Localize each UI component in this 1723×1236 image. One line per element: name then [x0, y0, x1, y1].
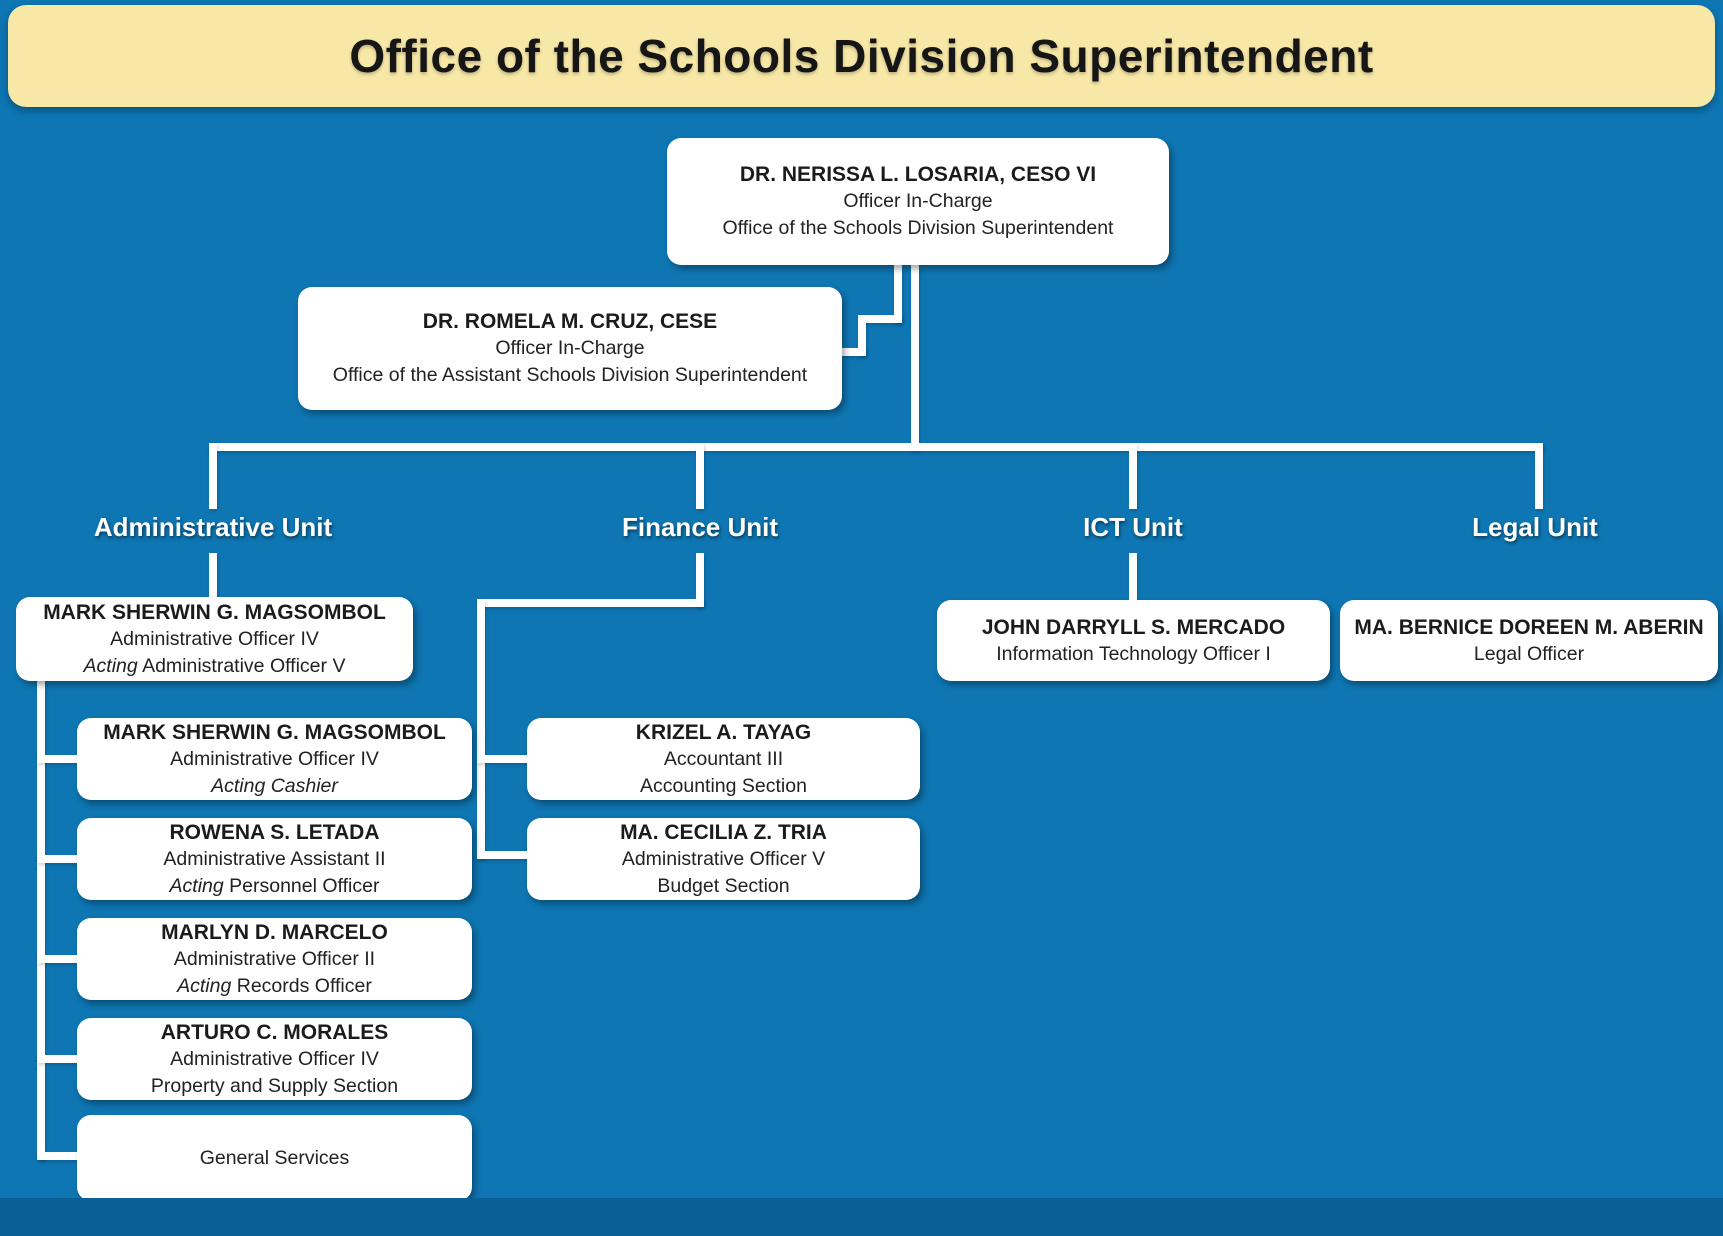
person-name: MARK SHERWIN G. MAGSOMBOL	[103, 720, 446, 744]
unit-label-finance: Finance Unit	[621, 512, 778, 542]
org-box-ict-officer: JOHN DARRYLL S. MERCADO Information Tech…	[937, 600, 1330, 681]
person-section: Budget Section	[657, 874, 790, 897]
person-role2: Acting Cashier	[211, 774, 338, 797]
person-name: JOHN DARRYLL S. MERCADO	[981, 615, 1286, 639]
person-role2: Property and Supply Section	[150, 1074, 399, 1097]
page-title-banner: Office of the Schools Division Superinte…	[8, 5, 1715, 107]
connector-assistant-step-h1	[858, 315, 902, 323]
unit-label-legal: Legal Unit	[1472, 512, 1598, 542]
connector-drop-finance	[696, 443, 704, 509]
connector-assistant-step-v1	[894, 263, 902, 323]
person-section: Accounting Section	[640, 774, 807, 797]
org-box-assistant-superintendent: DR. ROMELA M. CRUZ, CESE Officer In-Char…	[298, 287, 842, 410]
org-box-accounting: KRIZEL A. TAYAG Accountant III Accountin…	[527, 718, 920, 800]
person-role: Administrative Officer IV	[170, 1047, 379, 1070]
connector-admin-spine	[37, 681, 45, 1160]
page-title: Office of the Schools Division Superinte…	[349, 30, 1374, 82]
connector-assistant-step-v2	[858, 318, 866, 356]
person-role: Officer In-Charge	[843, 190, 993, 212]
unit-label-administrative: Administrative Unit	[93, 512, 333, 542]
connector-finance-stub-budget	[477, 851, 527, 859]
connector-assistant-step-h2	[842, 348, 866, 356]
person-role: Accountant III	[663, 747, 784, 770]
connector-admin-label-stub	[209, 553, 217, 597]
person-role: Officer In-Charge	[495, 337, 645, 359]
connector-superintendent-drop	[911, 263, 919, 451]
org-box-cashier: MARK SHERWIN G. MAGSOMBOL Administrative…	[77, 718, 472, 800]
org-box-admin-head: MARK SHERWIN G. MAGSOMBOL Administrative…	[16, 597, 413, 681]
connector-finance-elbow	[477, 599, 704, 607]
person-name: DR. NERISSA L. LOSARIA, CESO VI	[739, 163, 1097, 186]
org-box-general-services: General Services	[77, 1115, 472, 1201]
person-role2: Acting Records Officer	[177, 974, 372, 997]
connector-ict-label-stub	[1129, 553, 1137, 600]
connector-finance-spine	[477, 599, 485, 859]
org-box-property-supply: ARTURO C. MORALES Administrative Officer…	[77, 1018, 472, 1100]
connector-admin-stub-records	[37, 955, 77, 963]
connector-admin-stub-cashier	[37, 755, 77, 763]
connector-admin-stub-general-services	[37, 1152, 77, 1160]
person-role: Administrative Officer IV	[110, 627, 319, 650]
connector-finance-stub-accounting	[477, 755, 527, 763]
connector-drop-legal	[1535, 443, 1543, 509]
org-box-legal-officer: MA. BERNICE DOREEN M. ABERIN Legal Offic…	[1340, 600, 1718, 681]
person-role: Administrative Officer II	[173, 947, 376, 970]
person-office: Office of the Schools Division Superinte…	[722, 217, 1114, 239]
connector-drop-admin	[209, 443, 217, 509]
section-label: General Services	[199, 1146, 350, 1169]
org-box-records: MARLYN D. MARCELO Administrative Officer…	[77, 918, 472, 1000]
person-role: Administrative Assistant II	[163, 847, 386, 870]
person-name: ROWENA S. LETADA	[169, 820, 380, 844]
person-role2: Acting Personnel Officer	[169, 874, 380, 897]
person-name: MARLYN D. MARCELO	[161, 920, 388, 944]
person-name: DR. ROMELA M. CRUZ, CESE	[422, 310, 718, 333]
connector-admin-stub-personnel	[37, 855, 77, 863]
person-role: Legal Officer	[1473, 642, 1585, 665]
person-name: ARTURO C. MORALES	[160, 1020, 389, 1044]
connector-finance-label-stub	[696, 553, 704, 607]
org-box-superintendent: DR. NERISSA L. LOSARIA, CESO VI Officer …	[667, 138, 1169, 265]
unit-label-ict: ICT Unit	[1083, 512, 1183, 542]
person-name: KRIZEL A. TAYAG	[635, 720, 812, 744]
person-role: Administrative Officer IV	[170, 747, 379, 770]
person-role2: Acting Administrative Officer V	[83, 654, 346, 677]
person-role: Information Technology Officer I	[996, 642, 1271, 665]
connector-admin-stub-property	[37, 1055, 77, 1063]
person-office: Office of the Assistant Schools Division…	[332, 364, 808, 386]
org-box-personnel: ROWENA S. LETADA Administrative Assistan…	[77, 818, 472, 900]
connector-drop-ict	[1129, 443, 1137, 509]
person-name: MA. BERNICE DOREEN M. ABERIN	[1354, 615, 1704, 639]
person-name: MA. CECILIA Z. TRIA	[620, 820, 827, 844]
org-box-budget: MA. CECILIA Z. TRIA Administrative Offic…	[527, 818, 920, 900]
bottom-band	[0, 1198, 1723, 1236]
person-name: MARK SHERWIN G. MAGSOMBOL	[43, 600, 386, 624]
connector-main-rail	[209, 443, 1543, 451]
person-role: Administrative Officer V	[621, 847, 826, 870]
